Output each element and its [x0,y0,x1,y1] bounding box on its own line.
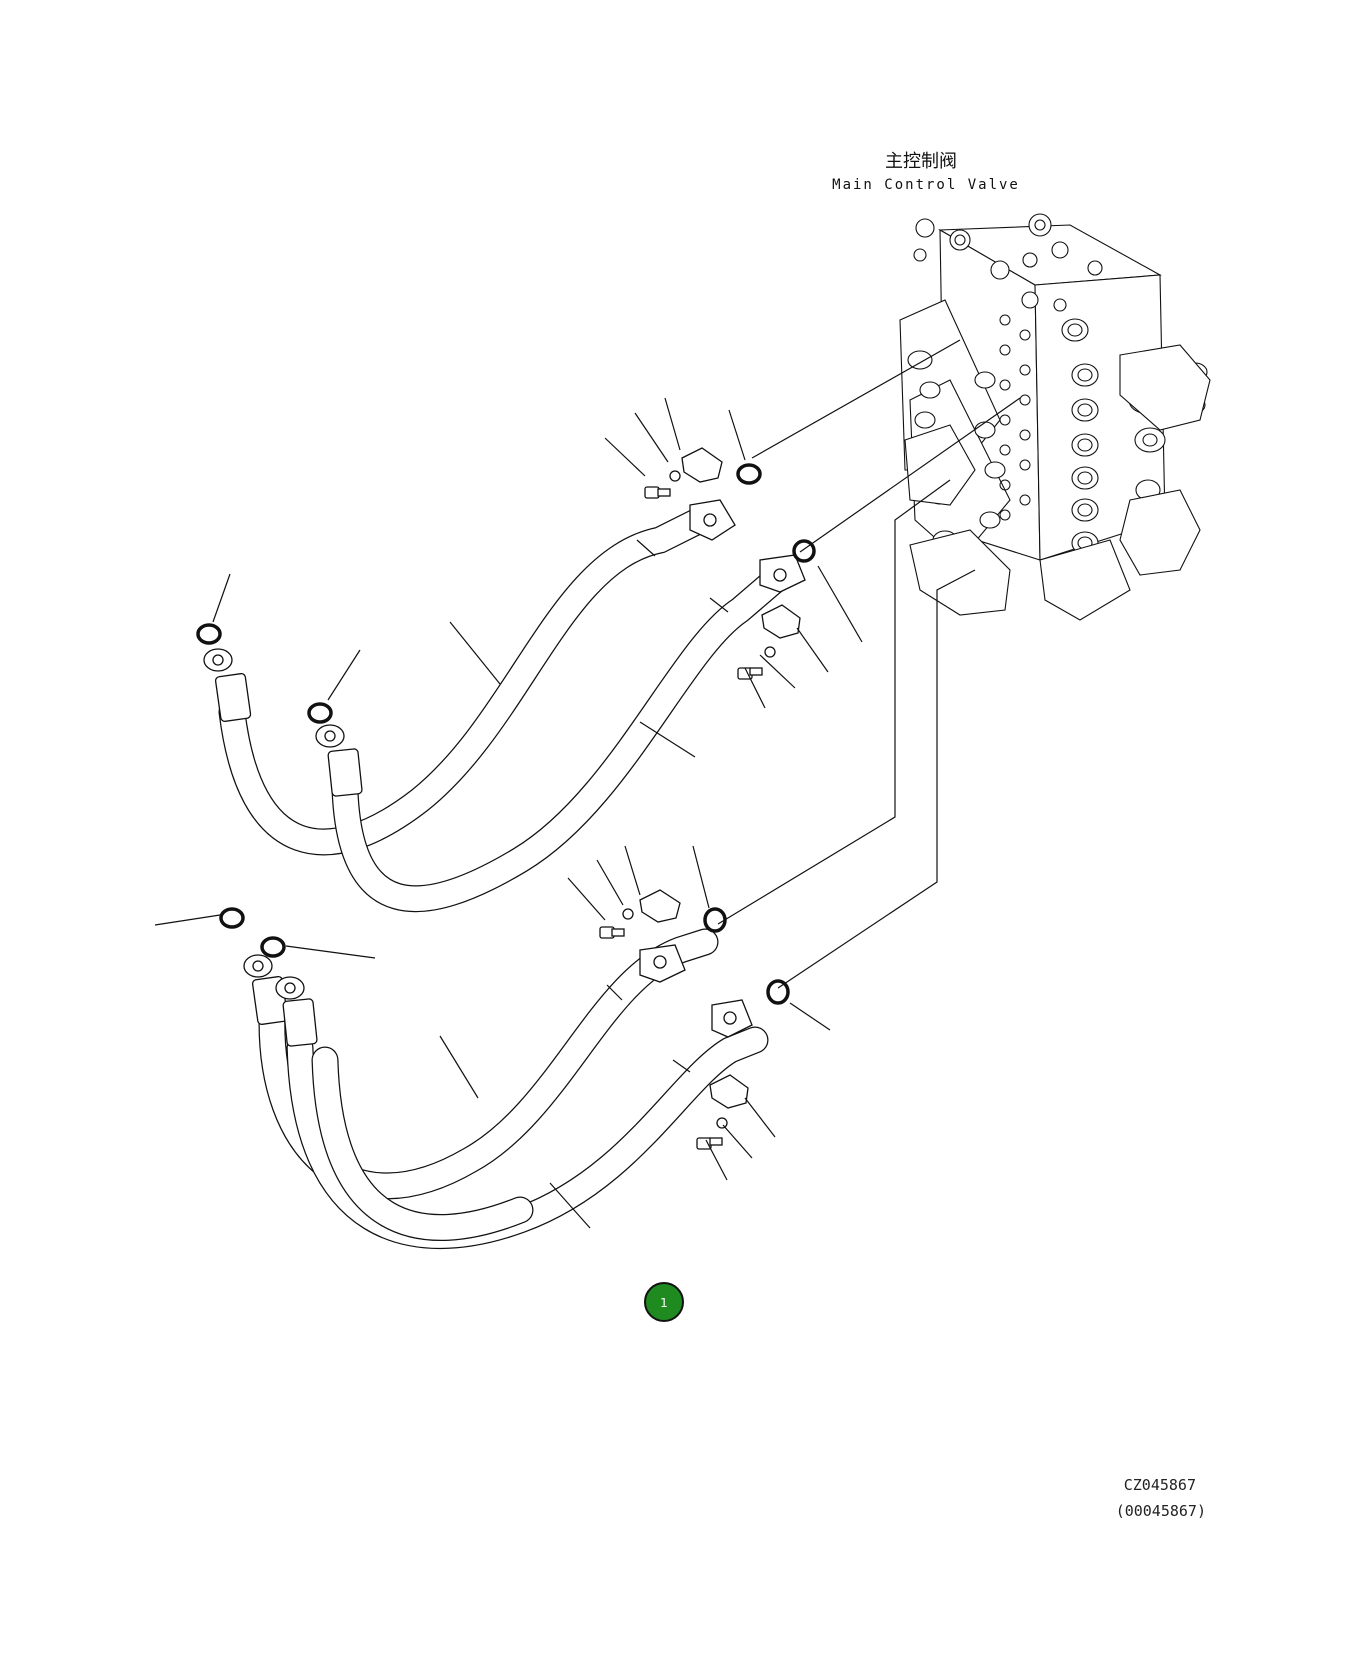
callout-leaders [154,397,863,1229]
main-control-valve-label-cn: 主控制阀 [885,151,957,172]
lower-hose-assembly [243,889,769,1250]
upper-hose-assembly [203,447,806,913]
callout-1-circle[interactable] [644,1282,684,1322]
o-rings [196,463,816,1005]
drawing-code: CZ045867 [1124,1476,1196,1494]
drawing-code-alt: (00045867) [1116,1502,1206,1520]
valve-leader-lines [717,339,1021,989]
main-control-valve [899,213,1211,621]
main-control-valve-label-en: Main Control Valve [832,177,1020,193]
callout-1-number: 1 [660,1296,668,1310]
callout-1[interactable]: 1 [644,1282,684,1322]
